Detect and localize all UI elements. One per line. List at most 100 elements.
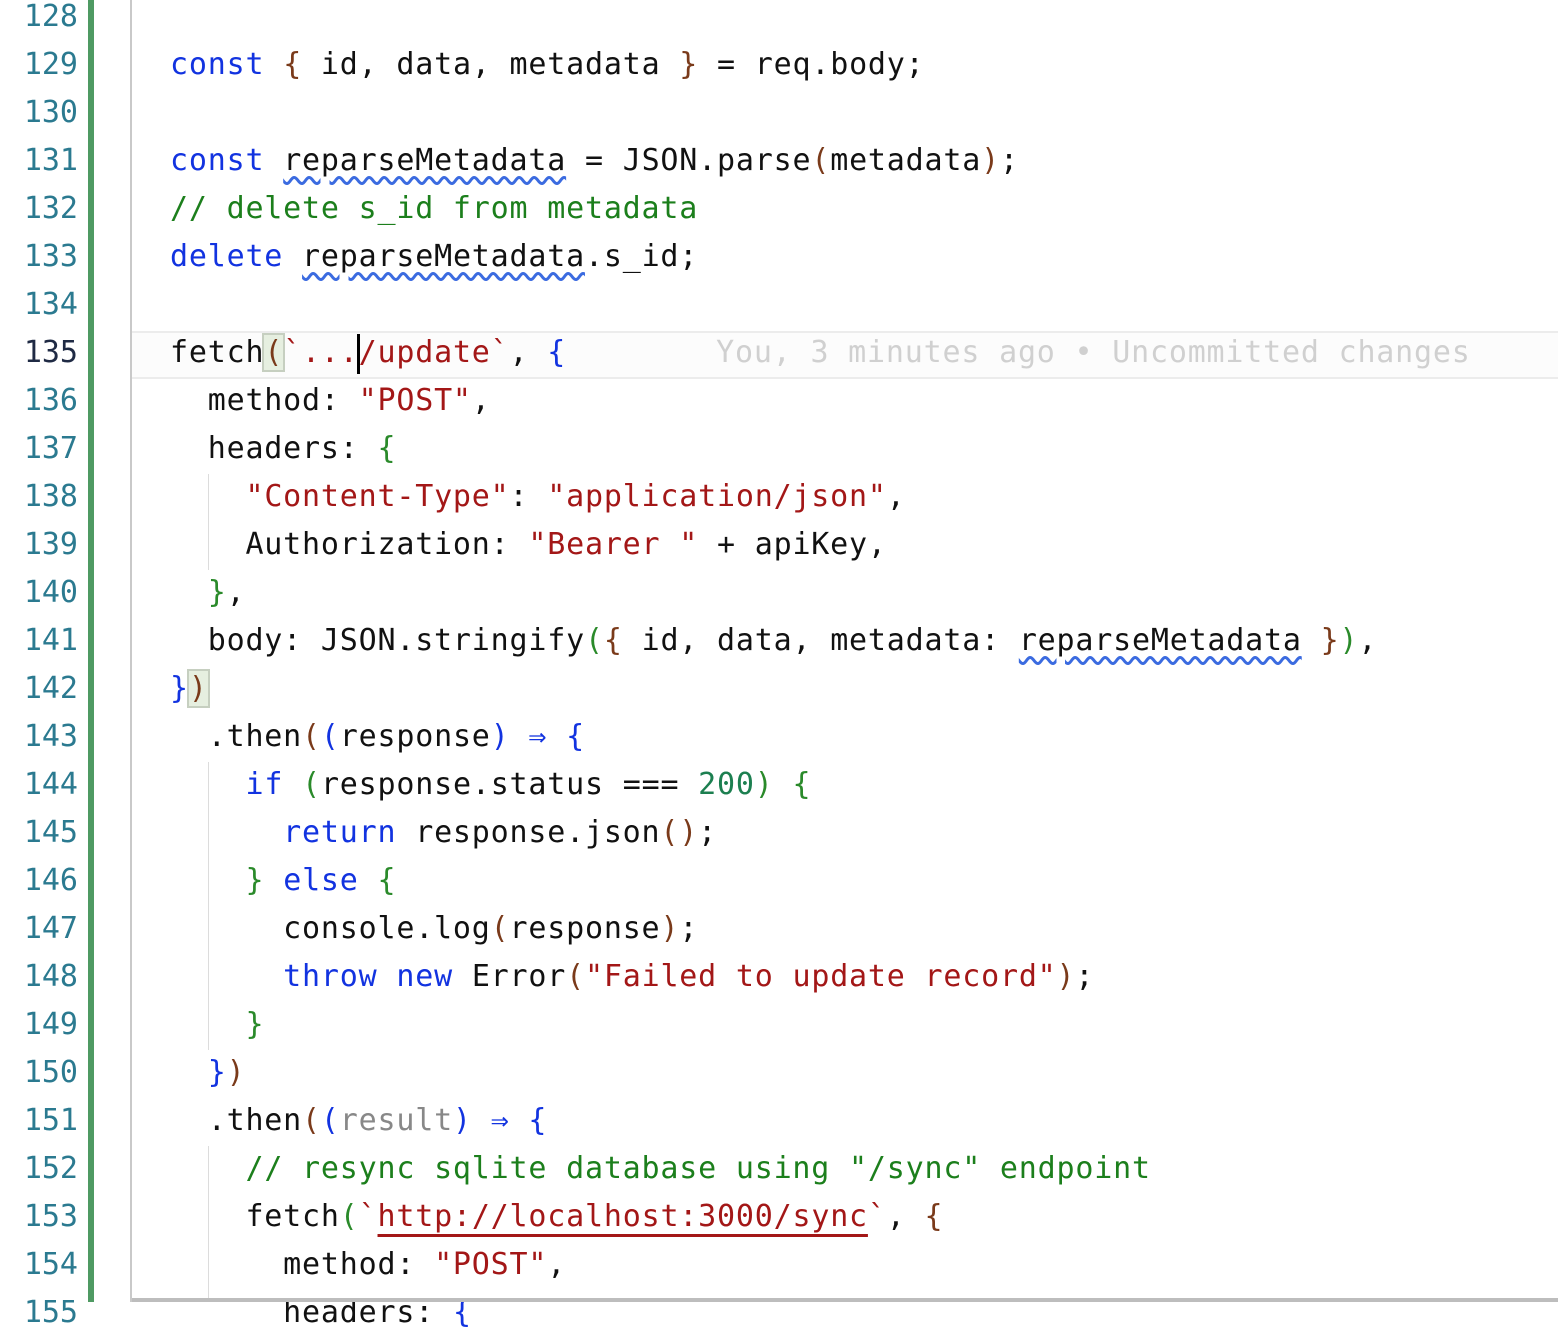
code-line[interactable]: } <box>170 1001 264 1049</box>
code-token: else <box>283 863 359 898</box>
code-line[interactable]: fetch(`http://localhost:3000/sync`, { <box>170 1193 943 1241</box>
line-number[interactable]: 152 <box>23 1151 78 1186</box>
text-caret <box>357 333 361 374</box>
code-line[interactable]: console.log(response); <box>170 905 698 953</box>
line-number[interactable]: 154 <box>23 1247 78 1282</box>
vcs-change-marker[interactable] <box>88 0 94 1302</box>
code-line[interactable]: const reparseMetadata = JSON.parse(metad… <box>170 137 1019 185</box>
code-token <box>264 47 283 82</box>
code-token: ; <box>679 911 699 946</box>
line-number[interactable]: 137 <box>23 431 78 466</box>
horizontal-scrollbar[interactable] <box>132 1298 1558 1302</box>
code-token: ) <box>226 1055 246 1090</box>
code-line[interactable]: headers: { <box>170 425 396 473</box>
line-number[interactable]: 140 <box>23 575 78 610</box>
code-token: , <box>886 479 906 514</box>
line-number[interactable]: 134 <box>23 287 78 322</box>
code-token <box>264 863 283 898</box>
code-line[interactable]: return response.json(); <box>170 809 717 857</box>
git-blame-annotation[interactable]: You, 3 minutes ago • Uncommitted changes <box>716 335 1471 370</box>
gutter-divider <box>130 0 132 1302</box>
line-number-gutter: 128 129 130 131 132 133 134 135 136 137 138 139 140 1… <box>0 0 88 1330</box>
code-line[interactable]: const { id, data, metadata } = req.body; <box>170 41 925 89</box>
line-number[interactable]: 141 <box>23 623 78 658</box>
code-line[interactable]: // delete s_id from metadata <box>170 185 698 233</box>
code-token: } <box>245 1007 265 1042</box>
code-token: ) <box>1339 623 1359 658</box>
code-line[interactable]: }, <box>170 569 245 617</box>
line-number[interactable]: 130 <box>23 95 78 130</box>
line-number[interactable]: 129 <box>23 47 78 82</box>
code-line[interactable]: // resync sqlite database using "/sync" … <box>170 1145 1151 1193</box>
line-number[interactable]: 149 <box>23 1007 78 1042</box>
code-token: id, data, metadata <box>302 47 680 82</box>
indent-guide <box>208 1146 209 1302</box>
code-line[interactable]: throw new Error("Failed to update record… <box>170 953 1094 1001</box>
line-number[interactable]: 128 <box>23 0 78 34</box>
code-token: Error <box>452 959 567 994</box>
line-number[interactable]: 145 <box>23 815 78 850</box>
code-line[interactable]: method: "POST", <box>170 377 491 425</box>
code-token <box>283 239 302 274</box>
code-line[interactable]: body: JSON.stringify({ id, data, metadat… <box>170 617 1377 665</box>
code-line[interactable]: if (response.status === 200) { <box>170 761 811 809</box>
code-token: .s_id; <box>584 239 699 274</box>
code-line[interactable]: .then((result) ⇒ { <box>170 1097 547 1145</box>
code-token: metadata <box>830 143 982 178</box>
code-token: response <box>509 911 661 946</box>
code-token <box>283 767 302 802</box>
line-number[interactable]: 138 <box>23 479 78 514</box>
code-token: response.status === <box>320 767 699 802</box>
line-number[interactable]: 147 <box>23 911 78 946</box>
line-number[interactable]: 135 <box>23 335 78 370</box>
line-number[interactable]: 151 <box>23 1103 78 1138</box>
code-token: ( <box>811 143 831 178</box>
code-line[interactable]: Authorization: "Bearer " + apiKey, <box>170 521 887 569</box>
code-token: { <box>792 767 812 802</box>
code-token: `... <box>283 335 359 370</box>
line-number[interactable]: 146 <box>23 863 78 898</box>
code-token: , <box>547 1247 567 1282</box>
code-token: ` <box>867 1199 887 1234</box>
code-line[interactable]: .then((response) ⇒ { <box>170 713 585 761</box>
code-token: throw <box>283 959 378 994</box>
code-token: http://localhost:3000/sync <box>377 1199 868 1234</box>
code-token: result <box>339 1103 453 1138</box>
line-number[interactable]: 139 <box>23 527 78 562</box>
line-number[interactable]: 150 <box>23 1055 78 1090</box>
code-line[interactable]: method: "POST", <box>170 1241 566 1289</box>
code-token: : <box>509 479 548 514</box>
code-line[interactable]: delete reparseMetadata.s_id; <box>170 233 698 281</box>
line-number[interactable]: 142 <box>23 671 78 706</box>
code-token: response <box>339 719 491 754</box>
code-line[interactable]: headers: { <box>170 1289 472 1337</box>
code-line[interactable]: }) <box>170 665 210 713</box>
code-token: ) <box>981 143 1000 178</box>
code-line[interactable]: "Content-Type": "application/json", <box>170 473 906 521</box>
line-number[interactable]: 136 <box>23 383 78 418</box>
line-number[interactable]: 144 <box>23 767 78 802</box>
code-token: } <box>207 1055 227 1090</box>
code-token: ⇒ <box>471 1103 529 1138</box>
code-token: ⇒ <box>509 719 567 754</box>
code-token: // delete s_id from metadata <box>170 191 699 226</box>
code-line[interactable]: fetch(`.../update`, {You, 3 minutes ago … <box>170 329 1471 377</box>
code-token <box>170 815 283 850</box>
line-number[interactable]: 133 <box>23 239 78 274</box>
line-number[interactable]: 143 <box>23 719 78 754</box>
line-number[interactable]: 153 <box>23 1199 78 1234</box>
code-token: ( <box>339 1199 359 1234</box>
code-token: ( <box>320 1103 340 1138</box>
code-token <box>359 863 378 898</box>
code-token: method: <box>170 1247 435 1282</box>
line-number[interactable]: 132 <box>23 191 78 226</box>
code-line[interactable]: }) <box>170 1049 245 1097</box>
line-number[interactable]: 131 <box>23 143 78 178</box>
indent-guide <box>208 762 209 1050</box>
line-number[interactable]: 148 <box>23 959 78 994</box>
code-token: { <box>566 719 586 754</box>
code-line[interactable]: } else { <box>170 857 396 905</box>
line-number[interactable]: 155 <box>23 1295 78 1330</box>
code-token <box>377 959 396 994</box>
code-token: ( <box>584 623 604 658</box>
